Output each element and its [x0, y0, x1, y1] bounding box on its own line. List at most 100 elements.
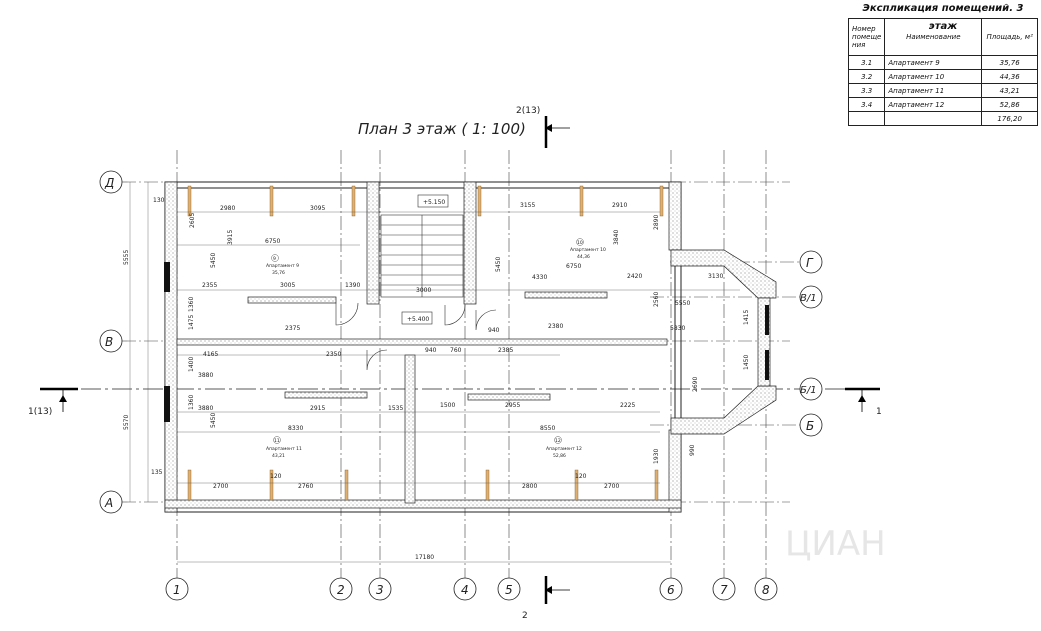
svg-text:1450: 1450	[743, 355, 750, 370]
total-empty-1	[847, 111, 886, 126]
level-mark-lower: +5.400	[401, 311, 433, 325]
axis-bubble-V: В	[99, 329, 123, 353]
svg-text:5570: 5570	[123, 415, 130, 430]
svg-text:130: 130	[153, 197, 165, 204]
svg-text:4330: 4330	[532, 274, 547, 281]
axis-bubble-B: Б	[799, 413, 823, 437]
svg-text:11: 11	[274, 438, 280, 444]
svg-text:2385: 2385	[498, 347, 513, 354]
svg-text:Апартамент 9: Апартамент 9	[266, 263, 299, 269]
walls	[164, 181, 777, 513]
svg-text:2: 2	[522, 611, 528, 621]
windows	[164, 262, 769, 422]
svg-text:3005: 3005	[280, 282, 295, 289]
svg-text:5450: 5450	[495, 257, 502, 272]
row-area: 44,36	[981, 69, 1038, 84]
svg-text:2380: 2380	[548, 323, 563, 330]
svg-text:1475: 1475	[188, 315, 195, 330]
axis-bubbles-vertical: 1 2 3 4 5 6 7 8	[165, 577, 778, 601]
axis-bubble-7: 7	[712, 577, 736, 601]
axis-bubble-3: 3	[368, 577, 392, 601]
svg-text:Апартамент 12: Апартамент 12	[546, 446, 582, 452]
svg-text:2915: 2915	[310, 405, 325, 412]
svg-text:135: 135	[151, 469, 163, 476]
radiators	[187, 185, 664, 501]
svg-text:Апартамент 11: Апартамент 11	[266, 446, 302, 452]
room-label-11: 11 Апартамент 11 43,21	[266, 436, 302, 459]
table-total-row: 176,20	[847, 111, 1038, 126]
svg-text:3840: 3840	[613, 230, 620, 245]
svg-text:2800: 2800	[522, 483, 537, 490]
svg-text:2955: 2955	[505, 402, 520, 409]
svg-text:940: 940	[425, 347, 437, 354]
axis-bubble-D: Д	[99, 170, 123, 194]
table-header-row: Номер помеще ния Наименование Площадь, м…	[847, 18, 1038, 56]
svg-text:+5.400: +5.400	[407, 316, 429, 323]
svg-text:Б: Б	[806, 419, 814, 433]
svg-text:5555: 5555	[123, 250, 130, 265]
svg-text:10: 10	[577, 240, 583, 246]
svg-text:5450: 5450	[210, 253, 217, 268]
room-label-10: 10 Апартамент 10 44,36	[570, 238, 606, 260]
svg-text:1: 1	[173, 583, 181, 597]
svg-text:2980: 2980	[220, 205, 235, 212]
axis-bubble-G: Г	[799, 250, 823, 274]
svg-text:5450: 5450	[210, 413, 217, 428]
svg-text:4165: 4165	[203, 351, 218, 358]
row-num: 3.3	[847, 83, 886, 98]
row-name: Апартамент 12	[884, 97, 983, 112]
svg-text:4: 4	[461, 583, 469, 597]
svg-text:17180: 17180	[415, 554, 434, 561]
svg-text:2355: 2355	[202, 282, 217, 289]
dimension-labels: 17180 5555 5570 2980 3095 3155 2910 6750…	[123, 197, 723, 561]
svg-text:3095: 3095	[310, 205, 325, 212]
row-name: Апартамент 10	[884, 69, 983, 84]
header-number: Номер помеще ния	[847, 18, 886, 56]
row-num: 3.4	[847, 97, 886, 112]
table-row: 3.1 Апартамент 9 35,76	[847, 55, 1038, 70]
header-area: Площадь, м²	[981, 18, 1038, 56]
axis-bubble-8: 8	[754, 577, 778, 601]
svg-text:Г: Г	[806, 256, 814, 270]
svg-text:1390: 1390	[345, 282, 360, 289]
svg-text:6750: 6750	[265, 238, 280, 245]
svg-text:3915: 3915	[227, 230, 234, 245]
svg-text:5830: 5830	[670, 325, 685, 332]
row-num: 3.1	[847, 55, 886, 70]
svg-text:120: 120	[575, 473, 587, 480]
svg-text:В: В	[105, 335, 113, 349]
svg-text:2375: 2375	[285, 325, 300, 332]
axis-bubbles-horizontal: Д В А Г В/1 Б/1 Б	[99, 170, 823, 514]
total-empty-2	[884, 111, 983, 126]
section-marker-top: 2(13)	[516, 106, 570, 148]
svg-text:1360: 1360	[188, 297, 195, 312]
staircase	[380, 214, 464, 298]
row-area: 35,76	[981, 55, 1038, 70]
svg-text:2420: 2420	[627, 273, 642, 280]
svg-text:8550: 8550	[540, 425, 555, 432]
svg-text:Апартамент 10: Апартамент 10	[570, 247, 606, 253]
svg-text:1(13): 1(13)	[28, 407, 52, 417]
svg-text:5: 5	[505, 583, 513, 597]
svg-text:7: 7	[720, 583, 728, 597]
explication-title: Экспликация помещений. 3 этаж	[862, 3, 1024, 32]
svg-text:2760: 2760	[298, 483, 313, 490]
room-labels: 9 Апартамент 9 35,76 10 Апартамент 10 44…	[266, 238, 606, 459]
vertical-dimension-labels: 2605 3915 5450 1360 1475 1400 1360 5450 …	[188, 213, 750, 464]
svg-text:52,86: 52,86	[553, 453, 566, 459]
table-row: 3.3 Апартамент 11 43,21	[847, 83, 1038, 98]
svg-text:1930: 1930	[653, 449, 660, 464]
axis-bubble-4: 4	[453, 577, 477, 601]
axis-bubble-5: 5	[497, 577, 521, 601]
svg-text:2225: 2225	[620, 402, 635, 409]
row-name: Апартамент 11	[884, 83, 983, 98]
svg-text:2: 2	[337, 583, 345, 597]
svg-text:2350: 2350	[326, 351, 341, 358]
building-outline	[164, 181, 682, 513]
row-num: 3.2	[847, 69, 886, 84]
row-area: 52,86	[981, 97, 1038, 112]
svg-text:1535: 1535	[388, 405, 403, 412]
svg-text:3130: 3130	[708, 273, 723, 280]
row-area: 43,21	[981, 83, 1038, 98]
